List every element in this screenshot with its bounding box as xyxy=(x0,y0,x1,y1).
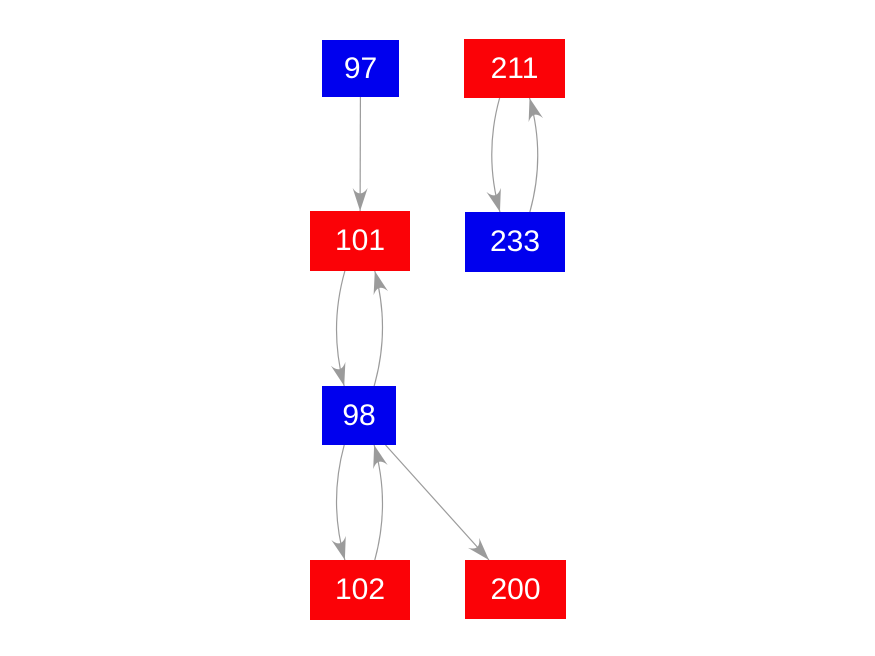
node-label: 200 xyxy=(490,572,541,606)
graph-node-98[interactable]: 98 xyxy=(322,386,396,445)
graph-node-97[interactable]: 97 xyxy=(322,40,399,97)
arrowhead-98-to-200 xyxy=(468,537,489,560)
node-label: 233 xyxy=(489,225,541,258)
node-label: 98 xyxy=(342,398,376,432)
edge-98-to-200 xyxy=(385,444,490,561)
arrowhead-98-to-101 xyxy=(373,271,389,296)
node-label: 102 xyxy=(334,573,386,606)
arrowhead-101-to-98 xyxy=(330,361,346,386)
node-label: 101 xyxy=(334,224,386,257)
node-label: 211 xyxy=(490,51,539,85)
graph-node-101[interactable]: 101 xyxy=(310,211,410,271)
arrowhead-211-to-233 xyxy=(486,187,501,212)
graph-node-200[interactable]: 200 xyxy=(465,560,566,619)
arrowhead-102-to-98 xyxy=(373,445,388,470)
graph-node-211[interactable]: 211 xyxy=(464,39,565,98)
arrowhead-97-to-101 xyxy=(352,187,368,211)
graph-node-233[interactable]: 233 xyxy=(465,212,565,272)
graph-node-102[interactable]: 102 xyxy=(310,560,410,620)
arrowhead-98-to-102 xyxy=(331,535,346,560)
node-label: 97 xyxy=(343,51,378,85)
arrowhead-233-to-211 xyxy=(528,98,544,123)
